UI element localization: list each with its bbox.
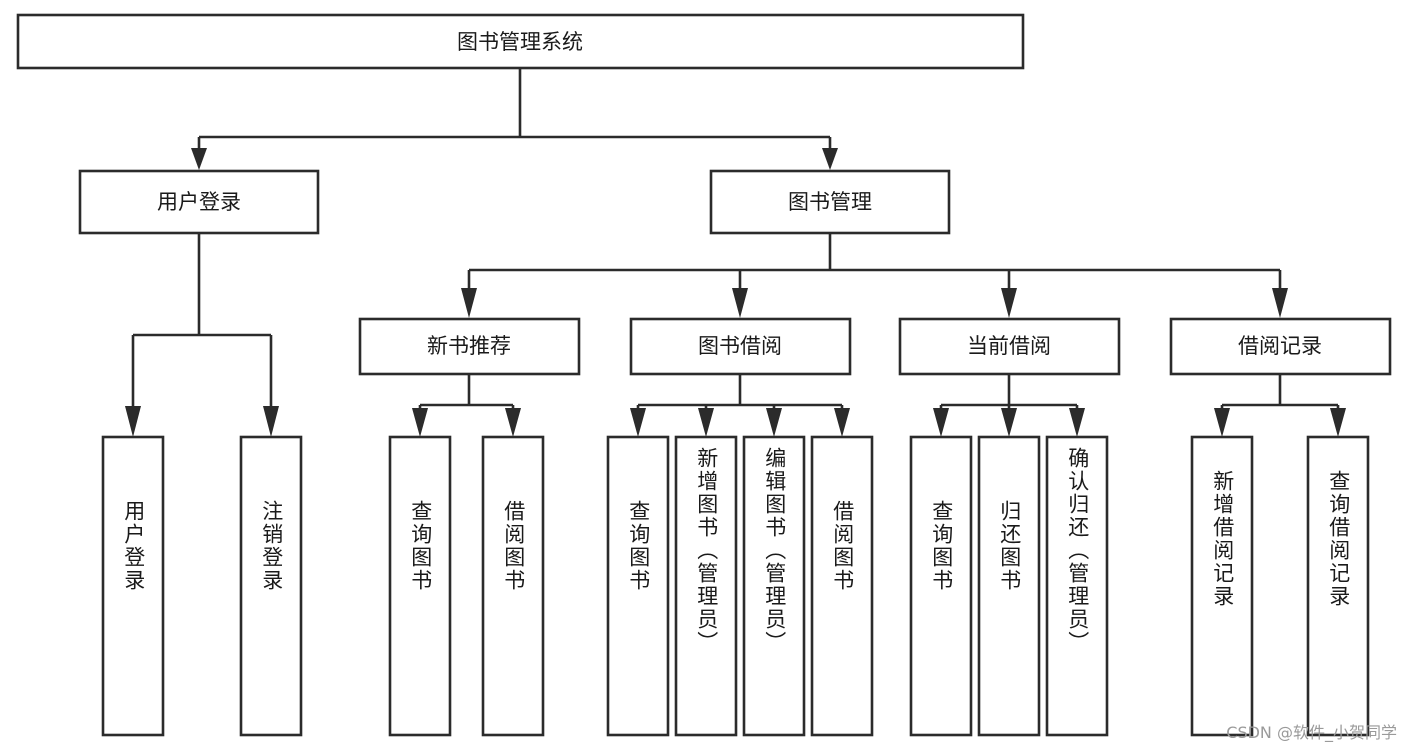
arrow-cb-return-book: [1001, 408, 1017, 437]
leaf-box-bb-add-book[interactable]: [674, 435, 738, 737]
leaf-label-cb-return-book: 归还图书: [997, 500, 1022, 592]
leaf-label-wrap-bb-query-book: 查询图书: [608, 500, 668, 735]
root-label: 图书管理系统: [457, 30, 583, 54]
user-login-label: 用户登录: [157, 190, 241, 214]
leaf-label-wrap-user-login: 用户登录: [103, 500, 163, 735]
book-borrow-box: [629, 317, 852, 376]
arrow-leaf-user-login: [125, 406, 141, 437]
arrow-bb-borrow-book: [834, 408, 850, 437]
arrow-cb-query-book: [933, 408, 949, 437]
leaf-label-cb-confirm-return: 确认归还（管理员）: [1065, 447, 1090, 654]
book-manage-label: 图书管理: [788, 190, 872, 214]
leaf-box-nbr-query-book[interactable]: [388, 435, 452, 737]
leaf-box-br-query-record[interactable]: [1306, 435, 1370, 737]
leaf-label-br-query-record: 查询借阅记录: [1326, 470, 1351, 608]
leaf-label-wrap-logout: 注销登录: [241, 500, 301, 735]
arrow-br-add-record: [1214, 408, 1230, 437]
arrow-nbr-query-book: [412, 408, 428, 437]
leaf-label-wrap-bb-borrow-book: 借阅图书: [812, 500, 872, 735]
arrow-user-login: [191, 148, 207, 170]
leaf-label-wrap-nbr-query-book: 查询图书: [390, 500, 450, 735]
leaf-label-wrap-nbr-borrow-book: 借阅图书: [483, 500, 543, 735]
leaf-box-logout[interactable]: [239, 435, 303, 737]
node-book-borrow[interactable]: 图书借阅: [629, 317, 852, 376]
leaf-box-br-add-record[interactable]: [1190, 435, 1254, 737]
node-root[interactable]: 图书管理系统: [16, 13, 1025, 70]
node-book-manage[interactable]: 图书管理: [709, 169, 951, 235]
leaf-label-wrap-br-query-record: 查询借阅记录: [1308, 470, 1368, 735]
leaf-label-wrap-br-add-record: 新增借阅记录: [1192, 470, 1252, 735]
arrow-book-manage: [822, 148, 838, 170]
leaf-box-bb-query-book[interactable]: [606, 435, 670, 737]
leaf-label-bb-add-book: 新增图书（管理员）: [694, 447, 719, 654]
leaf-label-logout: 注销登录: [259, 500, 284, 592]
arrow-bb-add-book: [698, 408, 714, 437]
arrow-bb-edit-book: [766, 408, 782, 437]
arrow-bb-query-book: [630, 408, 646, 437]
current-borrow-box: [898, 317, 1121, 376]
leaf-label-wrap-cb-return-book: 归还图书: [979, 500, 1039, 735]
leaf-box-cb-query-book[interactable]: [909, 435, 973, 737]
leaf-label-wrap-bb-add-book: 新增图书（管理员）: [676, 447, 736, 735]
leaf-label-br-add-record: 新增借阅记录: [1210, 470, 1235, 608]
leaf-box-nbr-borrow-book[interactable]: [481, 435, 545, 737]
leaf-box-cb-return-book[interactable]: [977, 435, 1041, 737]
root-box: [16, 13, 1025, 70]
leaf-label-nbr-query-book: 查询图书: [408, 500, 433, 592]
leaf-label-wrap-cb-confirm-return: 确认归还（管理员）: [1047, 447, 1107, 735]
arrow-leaf-logout: [263, 406, 279, 437]
leaf-box-cb-confirm-return[interactable]: [1045, 435, 1109, 737]
leaf-box-bb-edit-book[interactable]: [742, 435, 806, 737]
arrow-nbr-borrow-book: [505, 408, 521, 437]
leaf-label-bb-query-book: 查询图书: [626, 500, 651, 592]
arrow-current-borrow: [1001, 288, 1017, 318]
arrow-new-book-recommend: [461, 288, 477, 318]
leaf-box-user-login[interactable]: [101, 435, 165, 737]
arrow-borrow-record: [1272, 288, 1288, 318]
arrow-book-borrow: [732, 288, 748, 318]
new-book-recommend-box: [358, 317, 581, 376]
arrow-br-query-record: [1330, 408, 1346, 437]
leaf-label-bb-edit-book: 编辑图书（管理员）: [762, 447, 787, 654]
arrow-cb-confirm-return: [1069, 408, 1085, 437]
node-borrow-record[interactable]: 借阅记录: [1169, 317, 1392, 376]
new-book-recommend-label: 新书推荐: [427, 334, 511, 358]
leaf-label-bb-borrow-book: 借阅图书: [830, 500, 855, 592]
leaf-label-wrap-cb-query-book: 查询图书: [911, 500, 971, 735]
leaf-box-bb-borrow-book[interactable]: [810, 435, 874, 737]
node-user-login[interactable]: 用户登录: [78, 169, 320, 235]
leaf-label-user-login: 用户登录: [121, 500, 146, 592]
leaf-label-nbr-borrow-book: 借阅图书: [501, 500, 526, 592]
node-new-book-recommend[interactable]: 新书推荐: [358, 317, 581, 376]
leaf-label-cb-query-book: 查询图书: [929, 500, 954, 592]
node-current-borrow[interactable]: 当前借阅: [898, 317, 1121, 376]
leaf-label-wrap-bb-edit-book: 编辑图书（管理员）: [744, 447, 804, 735]
csdn-watermark: CSDN @软件_小贺同学: [1226, 723, 1397, 742]
borrow-record-label: 借阅记录: [1238, 334, 1322, 358]
book-borrow-label: 图书借阅: [698, 334, 782, 358]
current-borrow-label: 当前借阅: [967, 334, 1051, 358]
